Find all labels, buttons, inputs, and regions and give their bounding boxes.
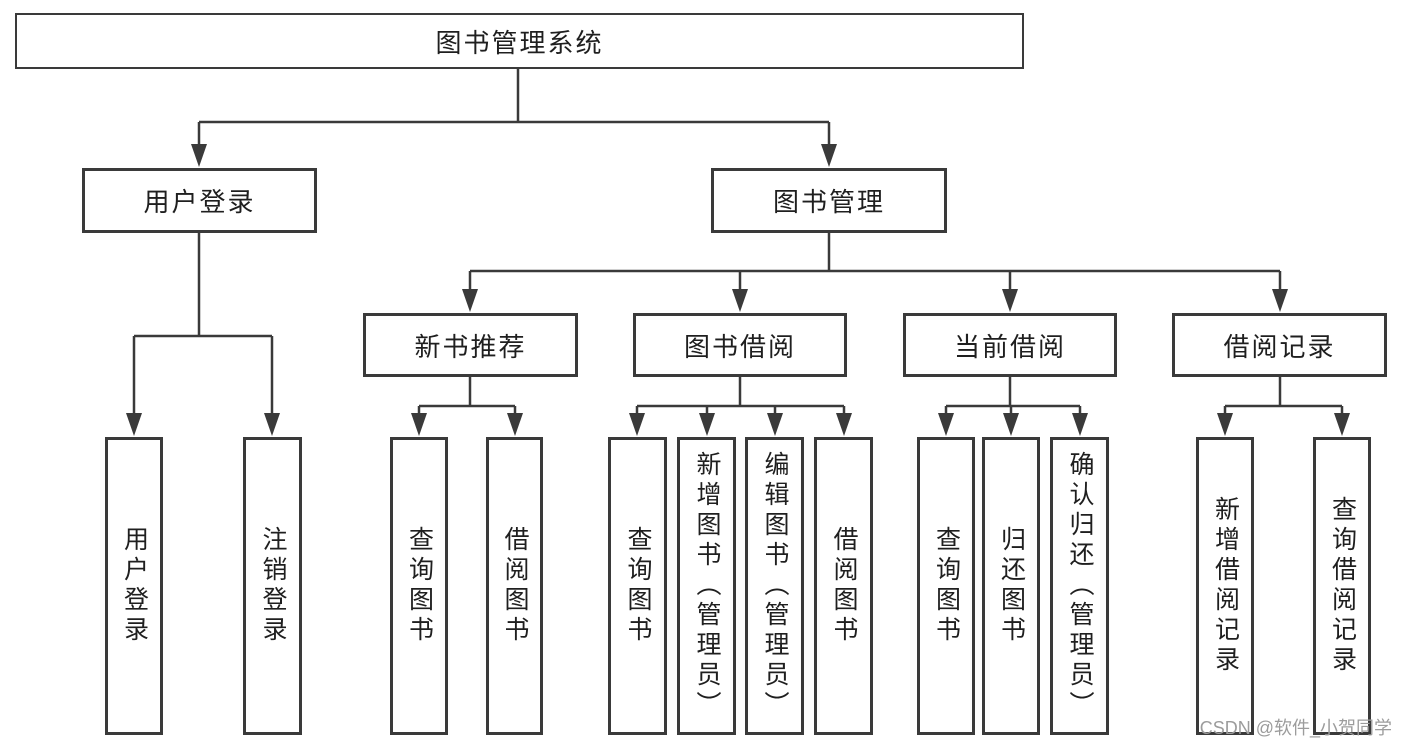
node-user-login: 用户登录: [82, 168, 317, 233]
leaf-add-book-admin: 新增图书（管理员）: [677, 437, 736, 735]
leaf-query-borrow-record-label: 查询借阅记录: [1328, 496, 1357, 676]
leaf-confirm-return-admin-label: 确认归还（管理员）: [1066, 451, 1094, 721]
node-book-borrowing: 图书借阅: [633, 313, 847, 377]
watermark: CSDN @软件_小贺同学: [1199, 718, 1392, 738]
node-book-management: 图书管理: [711, 168, 947, 233]
leaf-query-books-3-label: 查询图书: [932, 526, 961, 646]
node-new-book-recommendation: 新书推荐: [363, 313, 578, 377]
leaf-logout: 注销登录: [243, 437, 302, 735]
leaf-user-login-label: 用户登录: [120, 526, 149, 646]
leaf-borrow-books-1-label: 借阅图书: [501, 526, 529, 646]
leaf-add-borrow-record-label: 新增借阅记录: [1211, 496, 1240, 676]
leaf-add-borrow-record: 新增借阅记录: [1196, 437, 1254, 735]
leaf-query-borrow-record: 查询借阅记录: [1313, 437, 1371, 735]
leaf-logout-label: 注销登录: [259, 526, 287, 646]
node-book-borrowing-label: 图书借阅: [683, 331, 796, 362]
node-root-label: 图书管理系统: [435, 27, 604, 58]
leaf-return-book-label: 归还图书: [997, 526, 1026, 646]
leaf-borrow-books-2: 借阅图书: [814, 437, 873, 735]
node-borrowing-records-label: 借阅记录: [1223, 331, 1336, 362]
node-borrowing-records: 借阅记录: [1172, 313, 1387, 377]
leaf-query-books-1: 查询图书: [390, 437, 448, 735]
node-root: 图书管理系统: [15, 13, 1024, 69]
leaf-user-login: 用户登录: [105, 437, 163, 735]
node-user-login-label: 用户登录: [143, 187, 256, 217]
node-book-management-label: 图书管理: [772, 187, 885, 217]
leaf-borrow-books-2-label: 借阅图书: [830, 526, 858, 646]
node-current-borrowing-label: 当前借阅: [953, 331, 1066, 362]
leaf-confirm-return-admin: 确认归还（管理员）: [1050, 437, 1109, 735]
node-new-book-recommendation-label: 新书推荐: [414, 331, 527, 362]
leaf-query-books-3: 查询图书: [917, 437, 975, 735]
leaf-query-books-1-label: 查询图书: [405, 526, 434, 646]
arrowhead-icons: [126, 144, 1350, 436]
leaf-edit-book-admin-label: 编辑图书（管理员）: [761, 451, 789, 721]
leaf-borrow-books-1: 借阅图书: [486, 437, 543, 735]
leaf-return-book: 归还图书: [982, 437, 1040, 735]
leaf-query-books-2-label: 查询图书: [624, 526, 652, 646]
leaf-add-book-admin-label: 新增图书（管理员）: [693, 451, 721, 721]
node-current-borrowing: 当前借阅: [903, 313, 1117, 377]
leaf-edit-book-admin: 编辑图书（管理员）: [745, 437, 804, 735]
leaf-query-books-2: 查询图书: [608, 437, 667, 735]
